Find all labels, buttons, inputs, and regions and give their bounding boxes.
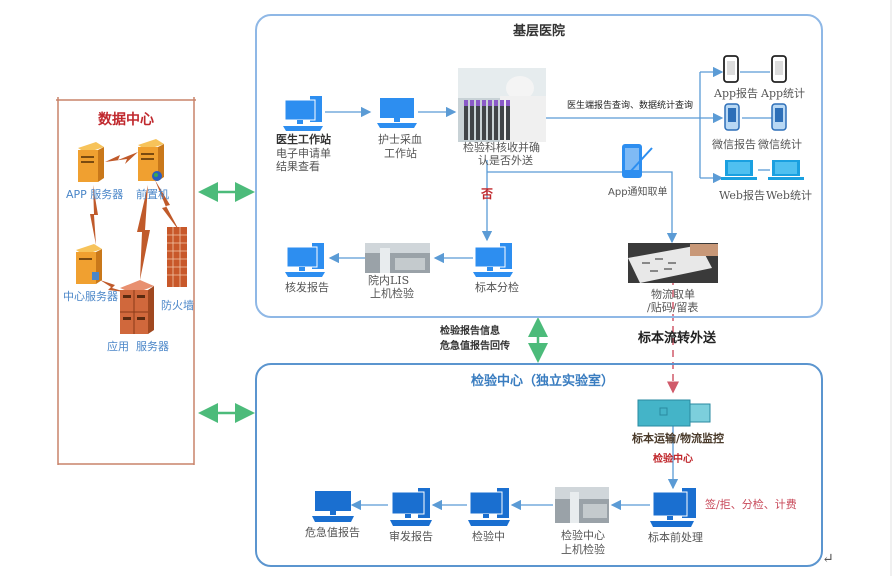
wechat-stats-label: 微信统计 xyxy=(758,138,802,151)
center-server-icon xyxy=(76,244,102,284)
logistics-line2: /贴码/留表 xyxy=(647,301,699,314)
preprocess-note: 签/拒、分检、计费 xyxy=(705,498,797,511)
app-stats-label: App统计 xyxy=(761,87,806,100)
hospital-panel xyxy=(255,14,823,318)
onboard-line1: 检验中心 xyxy=(561,529,605,542)
no-label: 否 xyxy=(481,187,494,201)
nurse-station-computer-icon xyxy=(377,98,417,128)
firewall-label: 防火墙 xyxy=(161,299,194,312)
data-center-title: 数据中心 xyxy=(98,112,154,128)
review-label: 审发报告 xyxy=(389,530,433,543)
app-service-server-label: 应用 服务器 xyxy=(107,340,169,353)
doctor-station-computer-icon xyxy=(283,96,323,131)
lab-technician-photo xyxy=(458,68,546,142)
firewall-icon xyxy=(167,227,187,287)
onboard-line2: 上机检验 xyxy=(561,543,605,556)
query-label: 医生端报告查询、数据统计查询 xyxy=(567,101,694,111)
paragraph-return-glyph: ↵ xyxy=(822,551,834,567)
nurse-station-line1: 护士采血 xyxy=(378,133,422,146)
lis-line2: 上机检验 xyxy=(370,287,414,300)
lab-center-title: 检验中心（独立实验室） xyxy=(471,374,615,389)
doctor-station-line1: 电子申请单 xyxy=(276,147,331,160)
lab-check-line1: 检验科核收并确 xyxy=(463,141,540,154)
web-stats-label: Web统计 xyxy=(766,189,812,202)
transfer-label: 标本流转外送 xyxy=(638,331,717,346)
nurse-station-line2: 工作站 xyxy=(384,147,417,160)
lab-center-label: 检验中心 xyxy=(653,454,693,465)
wechat-report-phone-icon xyxy=(724,103,740,131)
lis-lab-photo xyxy=(365,243,430,273)
data-center-box xyxy=(56,97,196,465)
critical-report-computer-icon xyxy=(312,491,354,522)
monitor-label: 标本运输/物流监控 xyxy=(632,432,725,445)
monitoring-camera-icon xyxy=(637,399,711,427)
hospital-title: 基层医院 xyxy=(513,24,566,39)
logistics-line1: 物流取单 xyxy=(651,288,695,301)
lis-line1: 院内LIS xyxy=(368,274,410,287)
front-server-label: 前置机 xyxy=(136,188,169,201)
review-computer-icon xyxy=(390,488,432,526)
app-server-label: APP 服务器 xyxy=(66,188,124,201)
web-report-label: Web报告 xyxy=(719,189,765,202)
report-issue-computer-icon xyxy=(285,243,325,277)
center-server-label: 中心服务器 xyxy=(63,290,118,303)
testing-label: 检验中 xyxy=(472,530,505,543)
preprocess-computer-icon xyxy=(650,488,696,527)
app-notify-label: App通知取单 xyxy=(608,187,668,198)
front-server-icon xyxy=(138,139,164,181)
lab-check-line2: 认是否外送 xyxy=(478,154,533,167)
logistics-scanner-photo xyxy=(628,243,718,283)
app-report-phone-icon xyxy=(723,55,739,83)
lab-center-onboard-photo xyxy=(555,487,609,523)
sorting-computer-icon xyxy=(473,243,513,277)
lab-center-panel xyxy=(255,363,823,567)
data-center-links xyxy=(90,152,180,292)
hospital-connectors xyxy=(325,66,772,264)
app-report-label: App报告 xyxy=(714,87,759,100)
doctor-station-line2: 结果查看 xyxy=(276,160,320,173)
testing-computer-icon xyxy=(468,488,510,526)
wechat-stats-phone-icon xyxy=(771,103,787,131)
sorting-label: 标本分检 xyxy=(475,281,519,294)
app-notify-phone-icon xyxy=(622,144,653,178)
report-issue-label: 核发报告 xyxy=(285,281,329,294)
app-stats-phone-icon xyxy=(771,55,787,83)
web-stats-laptop-icon xyxy=(768,160,804,180)
app-server-icon xyxy=(78,142,104,182)
wechat-report-label: 微信报告 xyxy=(712,138,756,151)
lab-connectors xyxy=(350,425,679,511)
critical-report-label: 危急值报告 xyxy=(305,526,360,539)
app-service-server-icon xyxy=(120,280,154,334)
report-info-line1: 检验报告信息 xyxy=(440,326,500,337)
doctor-station-title: 医生工作站 xyxy=(276,133,331,146)
report-info-line2: 危急值报告回传 xyxy=(440,341,510,352)
web-report-laptop-icon xyxy=(721,160,757,180)
preprocess-label: 标本前处理 xyxy=(648,531,703,544)
